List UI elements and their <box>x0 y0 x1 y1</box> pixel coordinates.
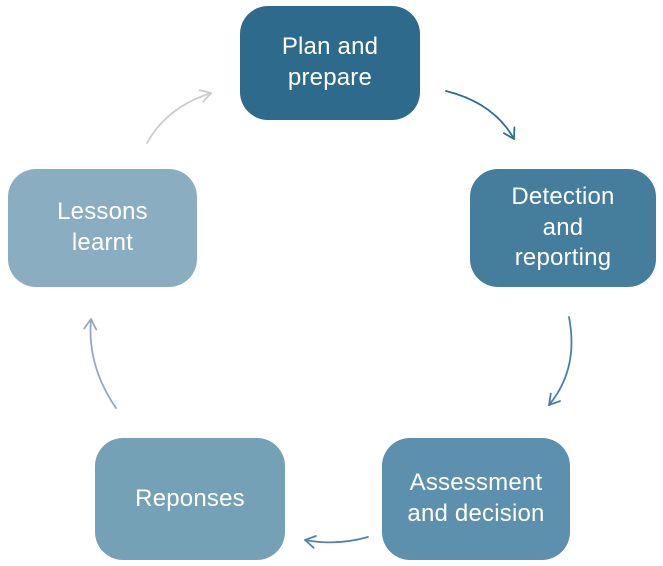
node-responses: Reponses <box>95 438 285 560</box>
node-assessment-and-decision: Assessment and decision <box>382 438 570 560</box>
node-detection-and-reporting: Detection and reporting <box>470 169 656 287</box>
arrow-responses-to-lessons <box>83 318 117 409</box>
arrow-detection-to-assessment <box>548 316 573 406</box>
arrow-assessment-to-responses <box>304 535 369 549</box>
node-lessons-learnt-label: Lessons learnt <box>57 198 148 256</box>
node-plan-and-prepare-label: Plan and prepare <box>281 33 379 91</box>
node-assessment-and-decision-label: Assessment and decision <box>407 469 545 527</box>
arrow-lessons-to-plan <box>146 89 212 144</box>
node-detection-and-reporting-label: Detection and reporting <box>511 182 615 272</box>
arrow-plan-to-detection <box>445 90 516 140</box>
node-lessons-learnt: Lessons learnt <box>8 169 197 287</box>
node-responses-label: Reponses <box>135 484 245 512</box>
node-plan-and-prepare: Plan and prepare <box>240 6 420 120</box>
